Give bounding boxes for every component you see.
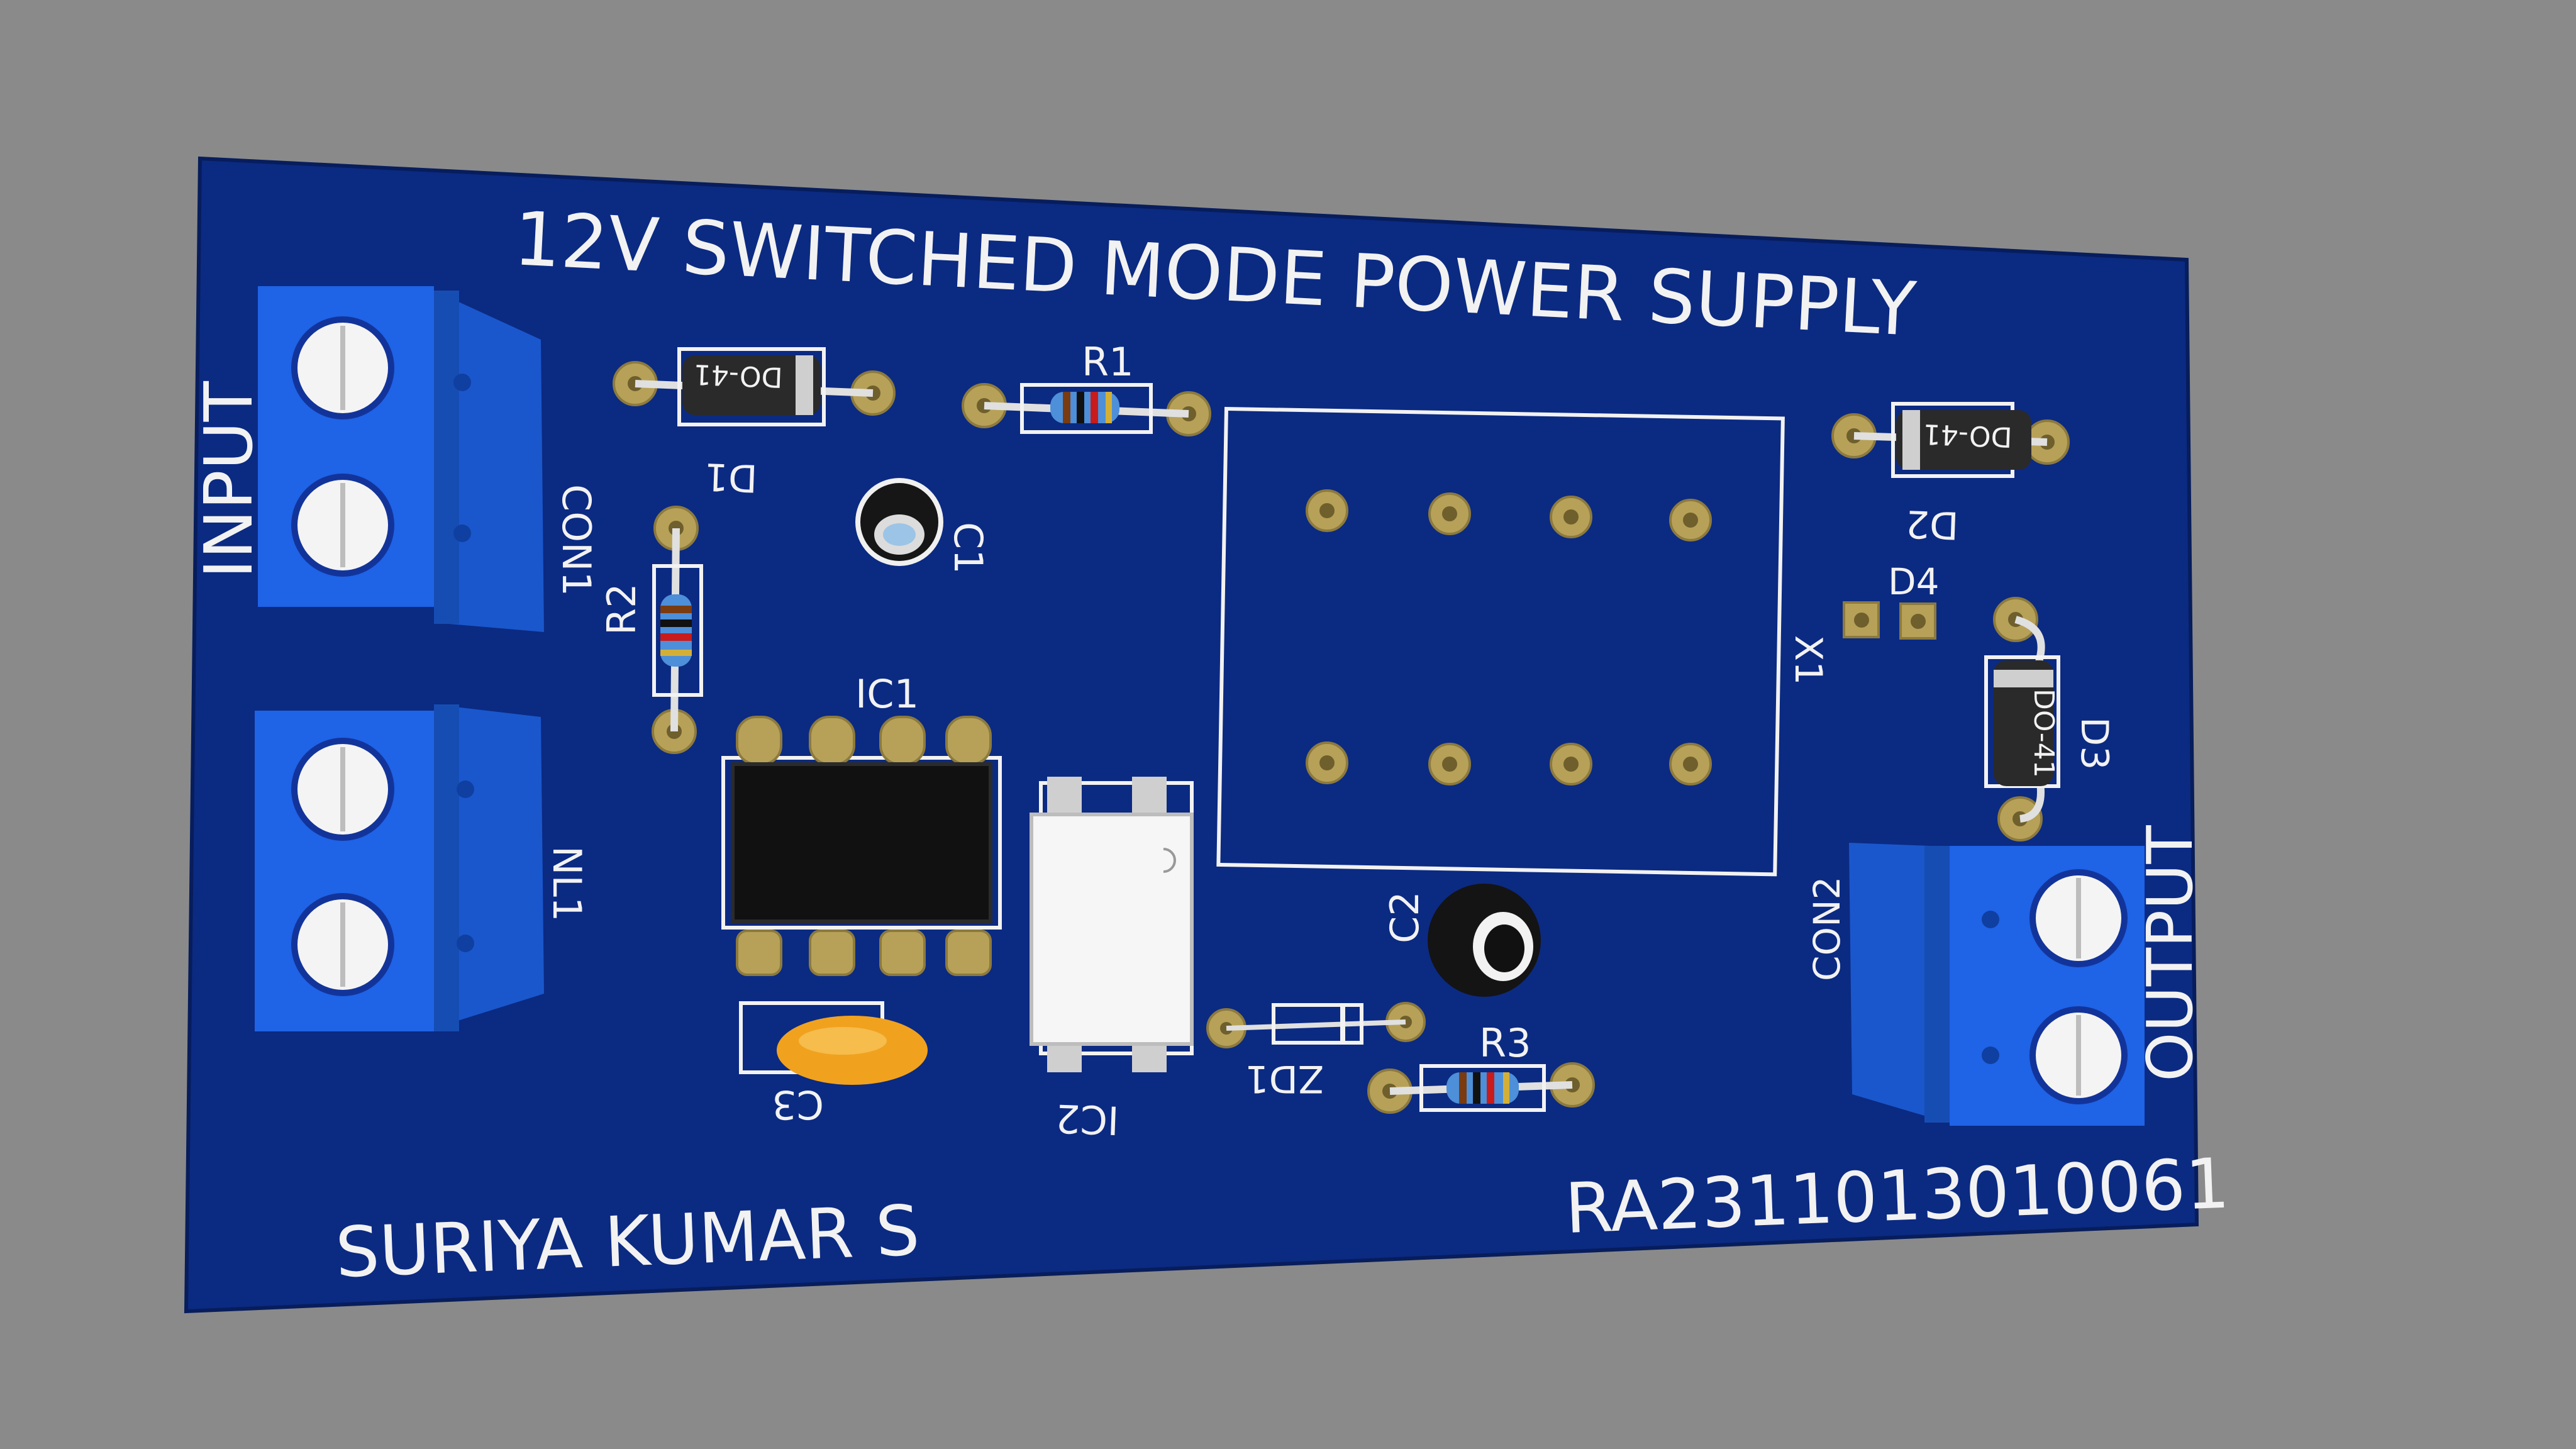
label-c2: C2 — [1382, 891, 1428, 943]
label-con1: CON1 — [553, 484, 599, 596]
terminal-block-con2 — [1849, 843, 2145, 1126]
terminal-block-con1 — [258, 286, 544, 632]
capacitor-c2 — [1428, 884, 1541, 997]
label-ic2: IC2 — [1055, 1095, 1120, 1143]
ic2-optocoupler — [1030, 777, 1194, 1072]
label-r2: R2 — [599, 583, 645, 635]
label-output: OUTPUT — [2133, 825, 2207, 1082]
zener-zd1 — [1206, 1002, 1426, 1048]
transformer-x1 — [1216, 406, 1785, 877]
diode-d2 — [1831, 402, 2070, 478]
label-c3: C3 — [772, 1082, 824, 1128]
label-nl1: NL1 — [544, 846, 590, 921]
diode-d1 — [613, 347, 896, 426]
label-d1: D1 — [704, 454, 758, 500]
label-c1: C1 — [945, 522, 991, 574]
capacitor-c3 — [739, 1001, 928, 1085]
label-ic1: IC1 — [855, 671, 919, 717]
d3-package-label: DO-41 — [2028, 689, 2060, 778]
label-d3: D3 — [2072, 717, 2116, 770]
capacitor-c1 — [855, 478, 943, 566]
pcb-board — [184, 156, 2199, 1314]
label-r1: R1 — [1082, 339, 1134, 385]
diode-d3 — [1984, 597, 2060, 841]
d1-package-label: DO-41 — [693, 358, 783, 393]
resistor-r3 — [1367, 1062, 1595, 1114]
terminal-block-nl1 — [255, 704, 544, 1031]
ic1-chip — [721, 716, 1002, 976]
label-con2: CON2 — [1806, 877, 1848, 981]
label-d4: D4 — [1888, 560, 1940, 603]
label-x1: X1 — [1786, 635, 1830, 685]
label-r3: R3 — [1479, 1020, 1531, 1066]
resistor-r2 — [652, 506, 703, 754]
resistor-r1 — [962, 383, 1211, 436]
label-zd1: ZD1 — [1245, 1057, 1324, 1101]
label-input: INPUT — [191, 380, 267, 579]
label-d2: D2 — [1905, 501, 1960, 547]
diode-d4-pads — [1843, 601, 1936, 640]
d2-package-label: DO-41 — [1923, 418, 2012, 453]
